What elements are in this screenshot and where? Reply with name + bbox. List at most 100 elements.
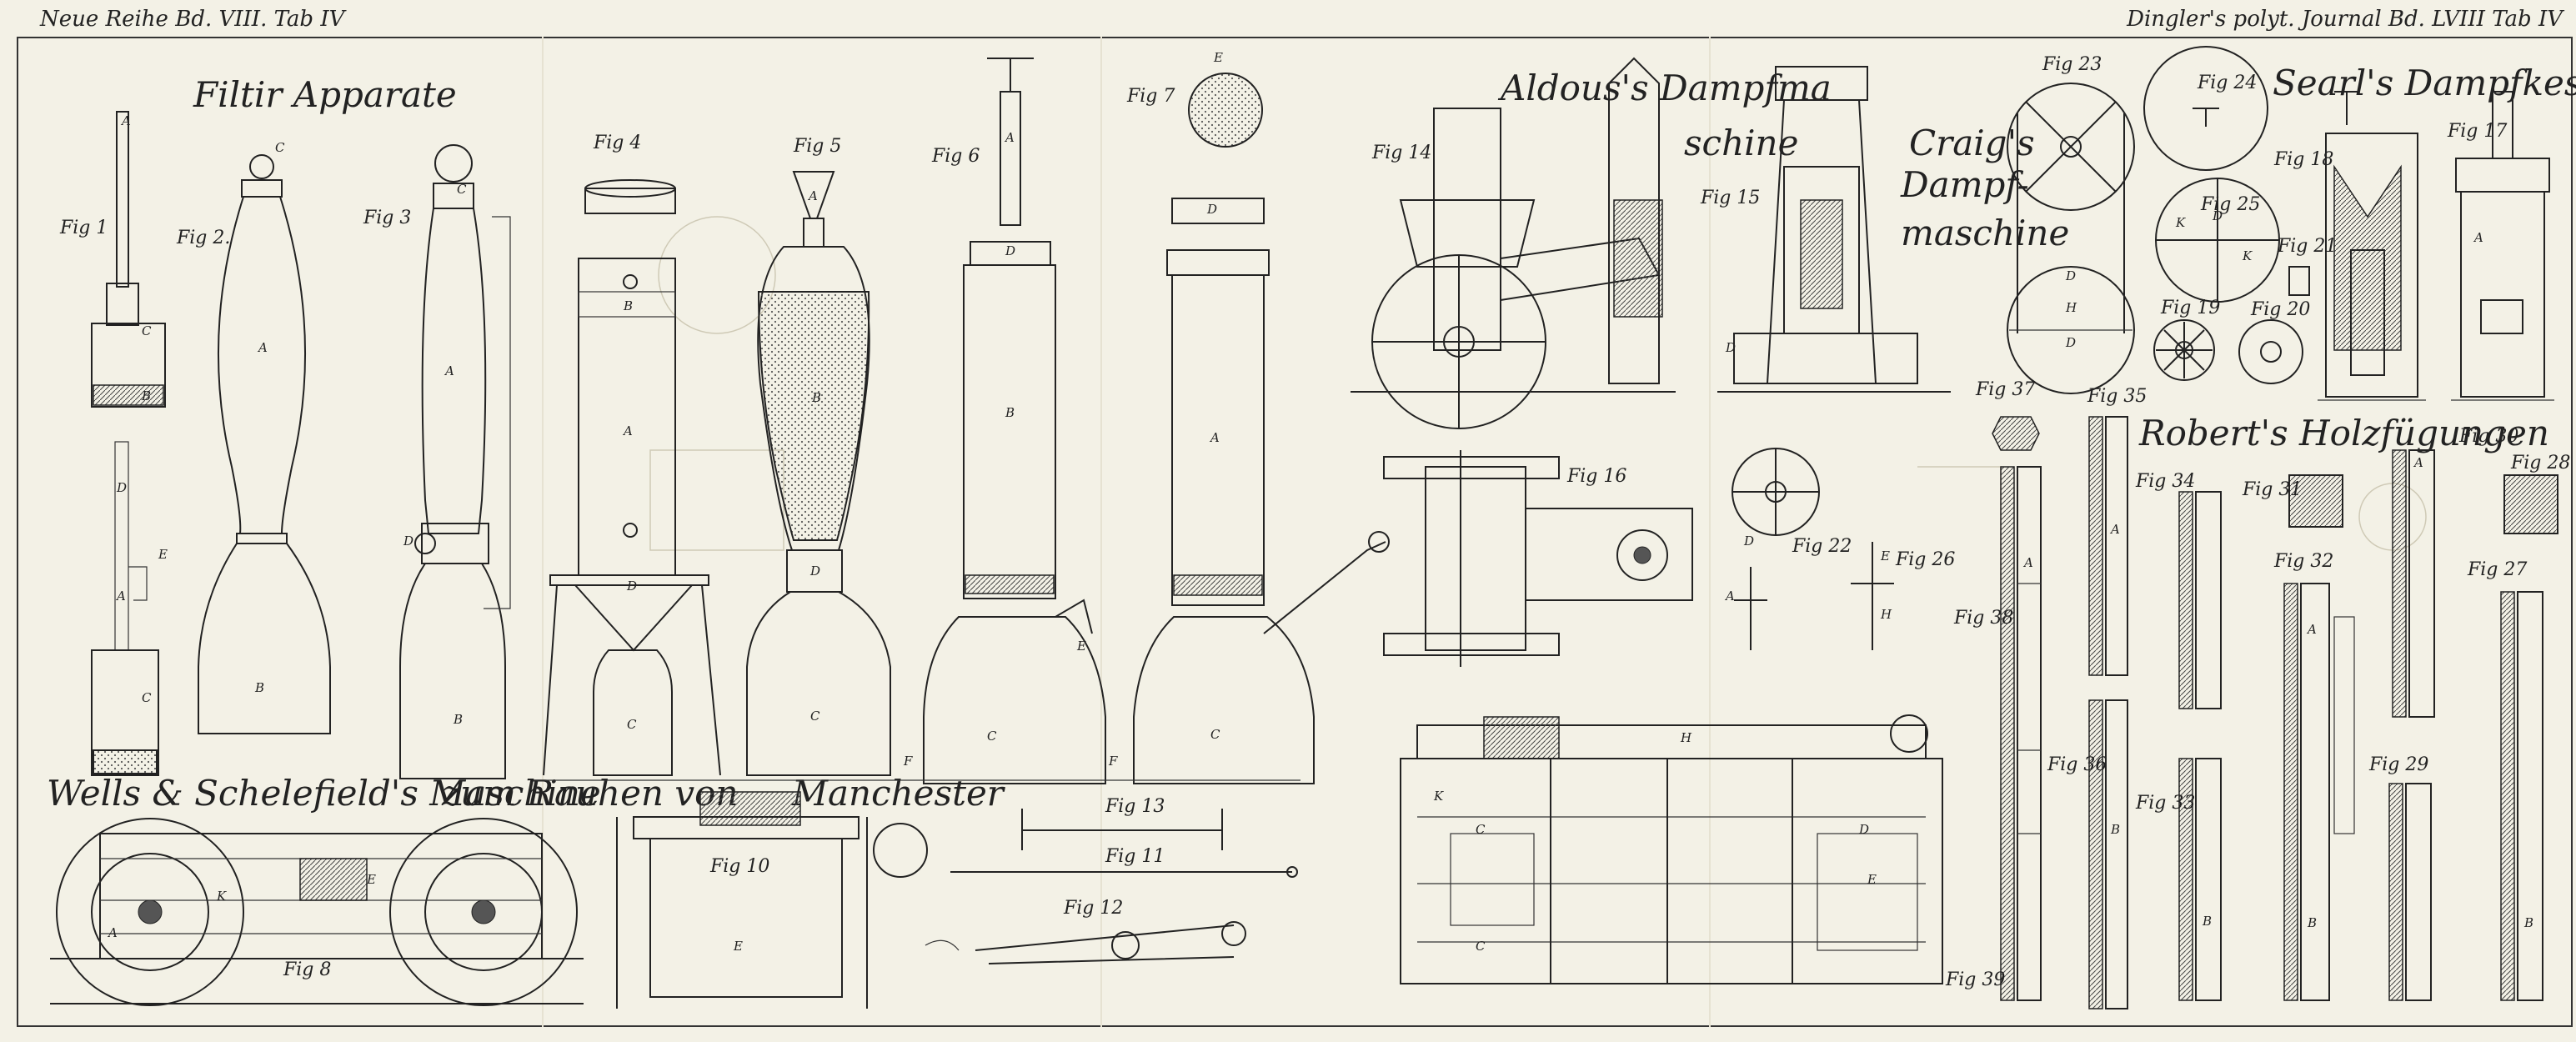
svg-text:A: A xyxy=(2413,455,2423,470)
fig-24-label: Fig 24 xyxy=(2197,73,2257,93)
svg-text:K: K xyxy=(1433,789,1444,804)
fig-38-label: Fig 38 xyxy=(1953,608,2013,629)
fig-13-drawing xyxy=(1021,809,1223,850)
svg-text:B: B xyxy=(811,390,821,405)
header-left: Neue Reihe Bd. VIII. Tab IV xyxy=(40,7,345,32)
svg-text:C: C xyxy=(810,709,820,724)
title-searl: Searl's Dampfkessel xyxy=(2273,63,2576,103)
svg-text:K: K xyxy=(2175,215,2186,230)
fig-6-label: Fig 6 xyxy=(931,146,980,167)
fig-22-label: Fig 22 xyxy=(1792,536,1852,557)
svg-text:C: C xyxy=(987,729,997,744)
svg-text:C: C xyxy=(142,690,152,705)
svg-text:F: F xyxy=(903,754,913,769)
fig-17-drawing: A xyxy=(2451,91,2554,401)
fig-2-drawing: A B C xyxy=(198,140,331,734)
fig-27-label: Fig 27 xyxy=(2467,559,2527,580)
fig-13-label: Fig 13 xyxy=(1105,796,1165,817)
svg-text:D: D xyxy=(2065,335,2076,350)
fig-26-label: Fig 26 xyxy=(1895,549,1955,570)
fig-33-label: Fig 33 xyxy=(2135,793,2195,814)
svg-text:K: K xyxy=(216,889,227,904)
svg-text:F: F xyxy=(1108,754,1118,769)
fig-15-drawing: D xyxy=(1717,66,1951,393)
svg-text:E: E xyxy=(1867,872,1877,887)
fig-27-drawing: B xyxy=(2500,591,2543,1001)
fig-12-drawing xyxy=(925,921,1246,964)
svg-text:H: H xyxy=(1680,730,1692,745)
fig-30-drawing: A xyxy=(2392,449,2435,718)
fig-32-label: Fig 32 xyxy=(2273,551,2333,572)
fig-35-label: Fig 35 xyxy=(2087,386,2147,407)
title-wells-3: Manchester xyxy=(791,773,1006,814)
fig-22-drawing: D A xyxy=(1724,448,1820,650)
show-through-ghost xyxy=(649,216,2427,584)
fig-6-drawing: B C D A E xyxy=(923,58,1106,784)
fig-23-drawing: D H D xyxy=(2007,83,2135,394)
svg-text:E: E xyxy=(366,872,376,887)
fig-19-drawing xyxy=(2153,319,2215,381)
svg-text:D: D xyxy=(116,480,127,495)
fig-34-drawing: B xyxy=(2178,491,2222,1001)
svg-text:A: A xyxy=(107,925,118,940)
fig-20-drawing xyxy=(2238,319,2303,384)
svg-text:A: A xyxy=(1209,430,1220,445)
fig-28-drawing xyxy=(2503,474,2558,534)
svg-text:K: K xyxy=(2242,248,2253,263)
fold-line xyxy=(542,37,544,1027)
title-craig-2: Dampf- xyxy=(1900,164,2029,205)
svg-text:A: A xyxy=(807,188,818,203)
svg-text:A: A xyxy=(622,423,633,438)
fig-29-drawing xyxy=(2388,783,2432,1001)
fig-18-label: Fig 18 xyxy=(2273,149,2333,170)
fig-12-label: Fig 12 xyxy=(1063,898,1123,919)
title-aldous-1: Aldous's Dampfma xyxy=(1497,68,1832,108)
fig-34-label: Fig 34 xyxy=(2135,471,2195,492)
fig-4-label: Fig 4 xyxy=(593,133,641,153)
fig-8-drawing: K A E xyxy=(50,818,584,1006)
svg-text:H: H xyxy=(2065,300,2077,315)
fig-5-drawing: B C D A xyxy=(746,171,891,776)
svg-text:D: D xyxy=(1743,534,1754,549)
fig-16-label: Fig 16 xyxy=(1566,466,1626,487)
fig-19-label: Fig 19 xyxy=(2160,298,2220,318)
svg-text:B: B xyxy=(2523,915,2533,930)
fig-37-drawing xyxy=(1992,416,2040,451)
svg-text:B: B xyxy=(254,680,264,695)
fig-1-lower-drawing: D E C A xyxy=(91,441,168,776)
fig-7-drawing: D A E C xyxy=(1133,50,1390,784)
fig-2-label: Fig 2. xyxy=(176,228,230,248)
svg-text:A: A xyxy=(257,340,268,355)
fig-24-drawing xyxy=(2143,46,2268,171)
svg-text:A: A xyxy=(2306,622,2317,637)
title-wells-1: Wells & Schelefield's Maschine xyxy=(47,773,601,814)
svg-text:D: D xyxy=(1206,202,1217,217)
fig-10-label: Fig 10 xyxy=(709,856,769,877)
fig-26-drawing: E H xyxy=(1851,542,1894,650)
fig-38-drawing: A xyxy=(2000,466,2042,1001)
fig-25-drawing: D K K xyxy=(2155,178,2280,303)
svg-text:B: B xyxy=(2307,915,2317,930)
svg-text:D: D xyxy=(626,579,637,594)
fig-3-drawing: A B D C xyxy=(399,144,511,779)
fig-39-label: Fig 39 xyxy=(1945,969,2005,990)
svg-text:A: A xyxy=(444,363,454,378)
svg-text:D: D xyxy=(1005,243,1015,258)
fig-large-machine-drawing: C E C D K H xyxy=(1400,714,1943,984)
svg-text:A: A xyxy=(1004,130,1015,145)
svg-text:E: E xyxy=(1076,639,1086,654)
fig-31-label: Fig 31 xyxy=(2242,479,2302,500)
fig-36-label: Fig 36 xyxy=(2047,754,2107,775)
svg-text:D: D xyxy=(1858,822,1869,837)
title-craig-1: Craig's xyxy=(1909,123,2035,163)
svg-text:E: E xyxy=(1880,549,1890,564)
fig-18-drawing xyxy=(2318,91,2426,401)
svg-text:B: B xyxy=(141,388,151,403)
fig-31-drawing xyxy=(2288,474,2343,528)
fig-17-label: Fig 17 xyxy=(2447,121,2507,142)
svg-text:C: C xyxy=(1476,822,1486,837)
svg-text:E: E xyxy=(1213,50,1223,65)
fig-29-label: Fig 29 xyxy=(2368,754,2428,775)
title-filtir-apparate: Filtir Apparate xyxy=(193,74,457,115)
